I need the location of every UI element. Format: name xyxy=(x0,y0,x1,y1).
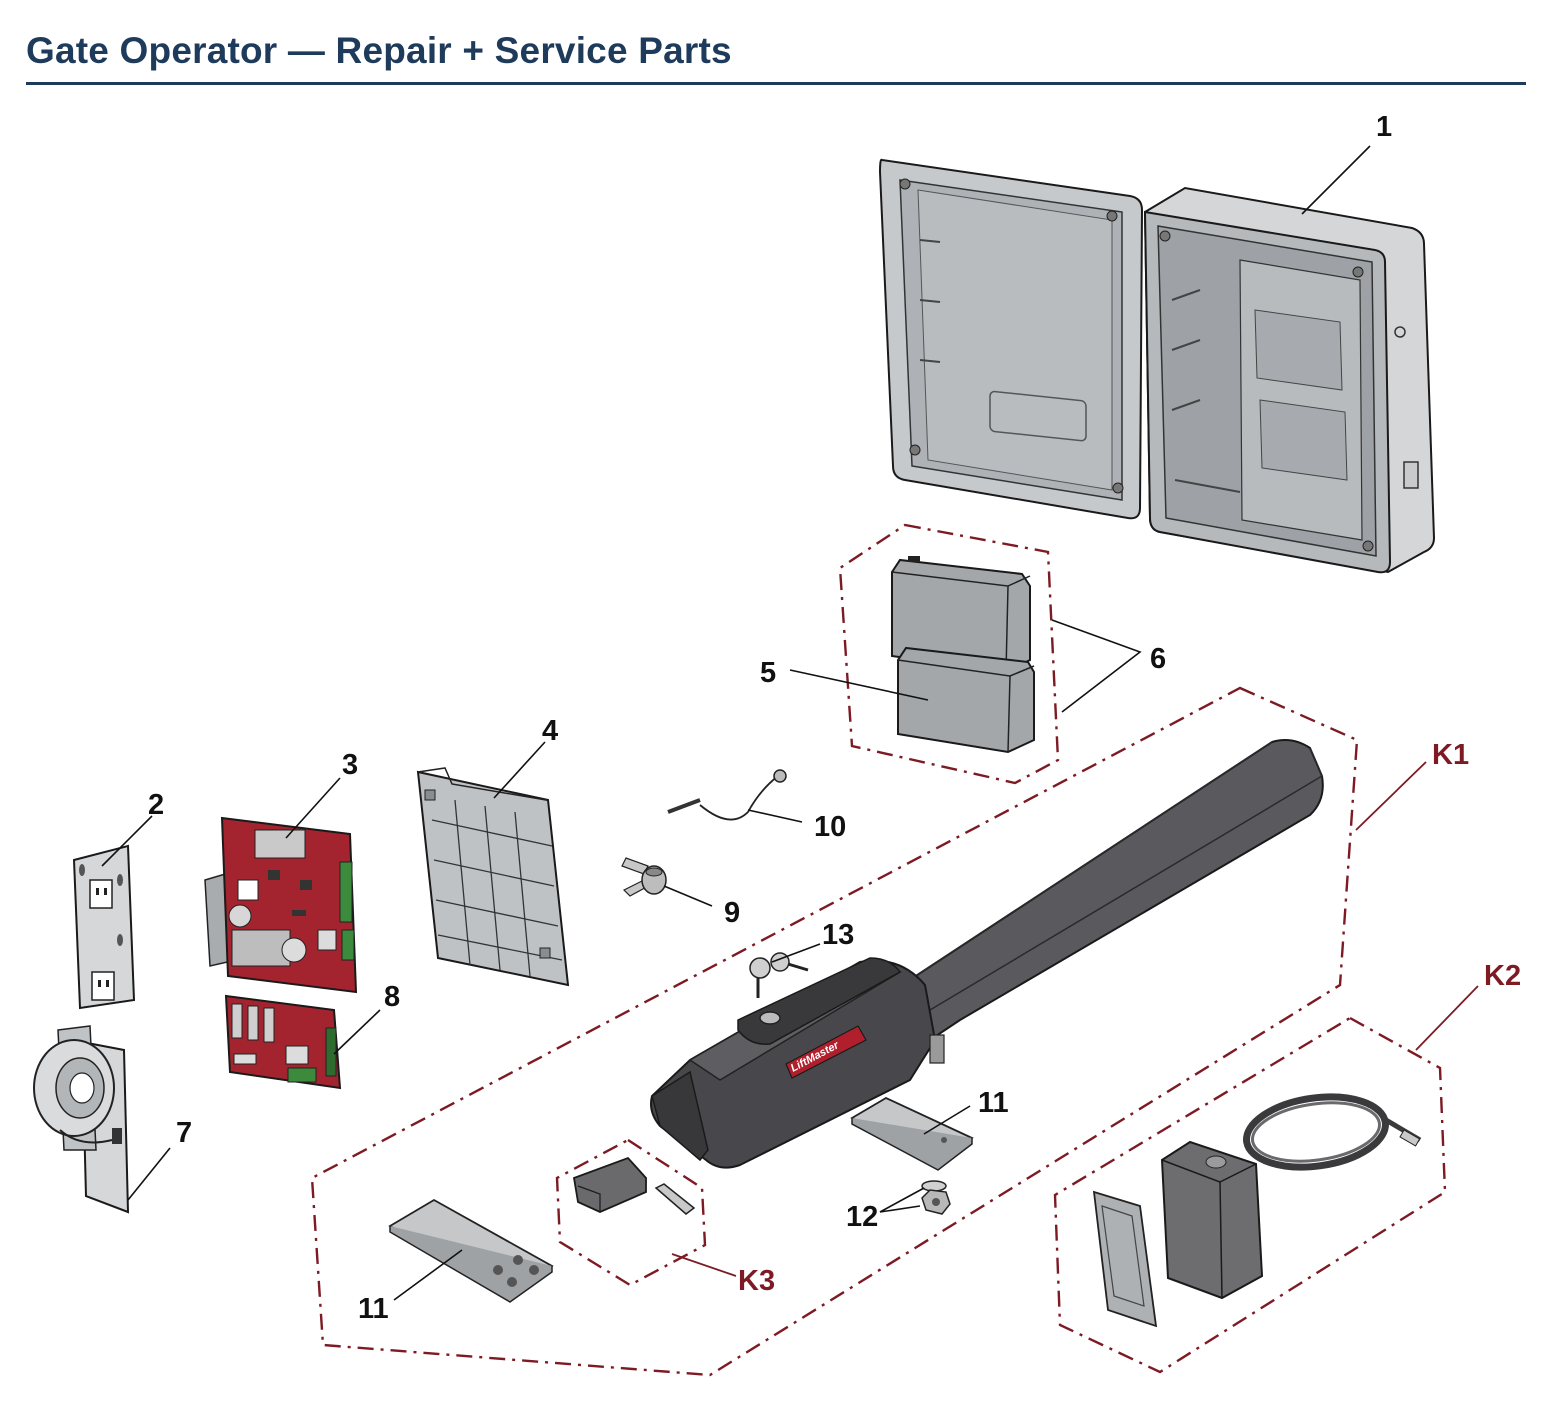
control-box-icon xyxy=(878,158,1436,574)
transformer-icon xyxy=(33,1025,130,1214)
kit-k2-outline xyxy=(1053,1016,1447,1374)
batteries-group-outline xyxy=(838,523,1060,785)
leader-5 xyxy=(789,669,929,701)
kit-k1-leader xyxy=(1355,761,1427,831)
callout-3: 3 xyxy=(342,749,358,781)
bracket-plate-icon xyxy=(850,1096,974,1171)
bracket-plate-icon xyxy=(388,1198,554,1303)
callout-5: 5 xyxy=(760,657,776,689)
callout-2: 2 xyxy=(148,789,164,821)
callout-6: 6 xyxy=(1150,643,1166,675)
clevis-bracket-icon xyxy=(572,1156,696,1215)
cable-coil-icon xyxy=(1243,1093,1422,1171)
leader-6 xyxy=(1051,619,1142,713)
callout-8: 8 xyxy=(384,981,400,1013)
kit-k3-leader xyxy=(671,1253,737,1277)
leader-10 xyxy=(747,809,803,823)
kit-label-k3: K3 xyxy=(738,1265,775,1297)
power-outlet-plate-icon xyxy=(72,844,136,1010)
leader-7 xyxy=(127,1147,171,1201)
leader-11a xyxy=(923,1105,971,1135)
leader-11b xyxy=(393,1249,463,1301)
callout-11-upper: 11 xyxy=(978,1087,1009,1119)
leader-4 xyxy=(493,741,546,799)
circuit-board-icon xyxy=(204,816,358,994)
mounting-plate-icon xyxy=(416,767,570,987)
wire-harness-icon xyxy=(667,769,787,821)
callout-4: 4 xyxy=(542,715,558,747)
leader-3 xyxy=(285,777,341,839)
kit-label-k1: K1 xyxy=(1432,739,1469,771)
title-divider xyxy=(26,82,1526,85)
page-title: Gate Operator — Repair + Service Parts xyxy=(26,30,732,71)
leader-1 xyxy=(1301,145,1371,215)
leader-8 xyxy=(333,1009,381,1055)
leader-13 xyxy=(771,943,821,963)
callout-7: 7 xyxy=(176,1117,192,1149)
leader-9 xyxy=(663,885,713,907)
callout-10: 10 xyxy=(814,811,846,843)
expansion-board-icon xyxy=(224,994,342,1090)
leader-2 xyxy=(101,815,153,867)
battery-icon xyxy=(897,646,1035,754)
callout-13: 13 xyxy=(822,919,854,951)
gate-actuator-icon: LiftMaster xyxy=(650,739,1324,1169)
callout-9: 9 xyxy=(724,897,740,929)
callout-12: 12 xyxy=(846,1201,878,1233)
junction-box-icon xyxy=(1092,1140,1264,1328)
callout-11-lower: 11 xyxy=(358,1293,389,1325)
kit-k1-outline xyxy=(310,686,1359,1377)
kit-label-k2: K2 xyxy=(1484,960,1521,992)
nut-washer-icon xyxy=(921,1180,951,1215)
kit-k3-outline xyxy=(555,1138,707,1287)
leader-12 xyxy=(879,1187,925,1213)
limit-switch-icon xyxy=(621,857,667,897)
callout-1: 1 xyxy=(1376,111,1392,143)
kit-k2-leader xyxy=(1415,985,1479,1051)
